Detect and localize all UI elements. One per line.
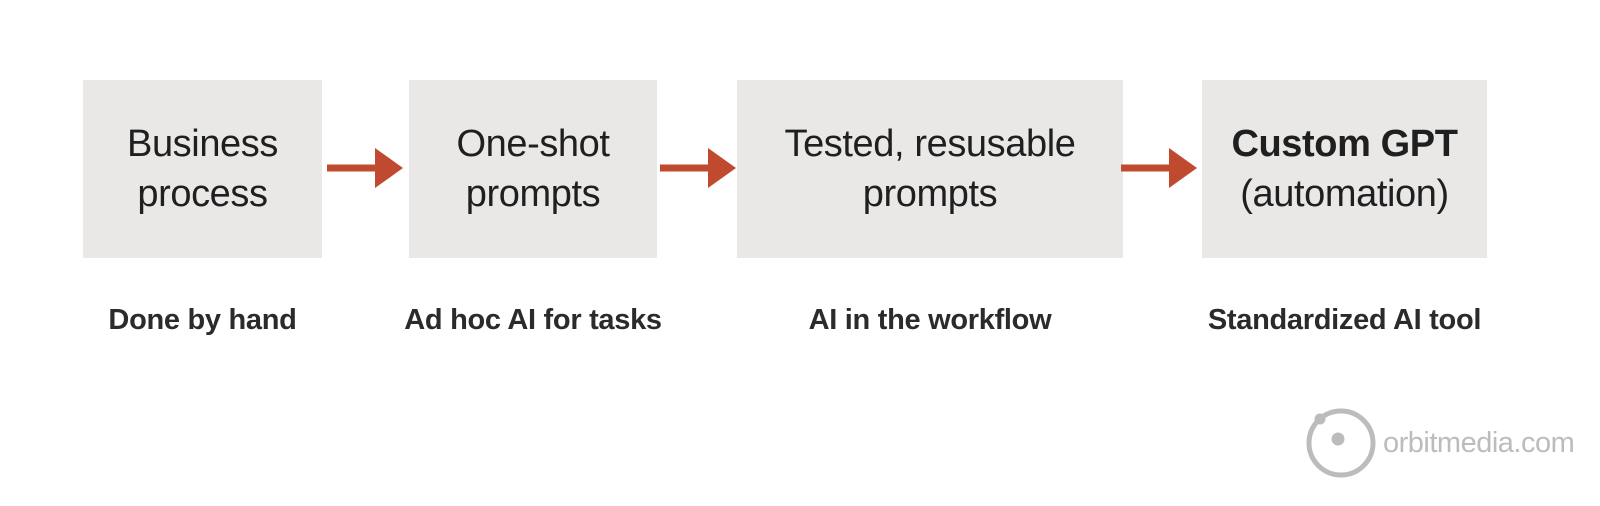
flow-box-tested-reusable-prompts: Tested, resusable prompts	[737, 80, 1123, 258]
caption-done-by-hand: Done by hand	[108, 304, 297, 336]
caption-ad-hoc-ai: Ad hoc AI for tasks	[404, 304, 662, 336]
orbit-logo-icon	[1306, 408, 1376, 478]
flow-box-business-process: Business process	[83, 80, 322, 258]
flow-box-one-shot-prompts: One-shot prompts	[409, 80, 657, 258]
box-title-line: prompts	[862, 173, 998, 215]
box-title-line: Business	[127, 123, 278, 165]
orbitmedia-logo: orbitmedia.com	[1301, 403, 1575, 483]
arrow-right-icon	[1121, 148, 1197, 188]
box-title-line: prompts	[465, 173, 601, 215]
box-title-line: Tested, resusable	[784, 123, 1076, 165]
box-title-line: process	[137, 173, 268, 215]
caption-standardized-ai-tool: Standardized AI tool	[1207, 304, 1482, 336]
box-title-line: (automation)	[1240, 173, 1449, 215]
arrow-right-icon	[660, 148, 736, 188]
arrow-right-icon	[327, 148, 403, 188]
box-title-line: Custom GPT	[1231, 123, 1458, 165]
caption-ai-in-workflow: AI in the workflow	[808, 304, 1052, 336]
box-title-line: One-shot	[456, 123, 610, 165]
brand-url-text: orbitmedia.com	[1383, 426, 1575, 459]
flow-box-custom-gpt: Custom GPT (automation)	[1202, 80, 1487, 258]
